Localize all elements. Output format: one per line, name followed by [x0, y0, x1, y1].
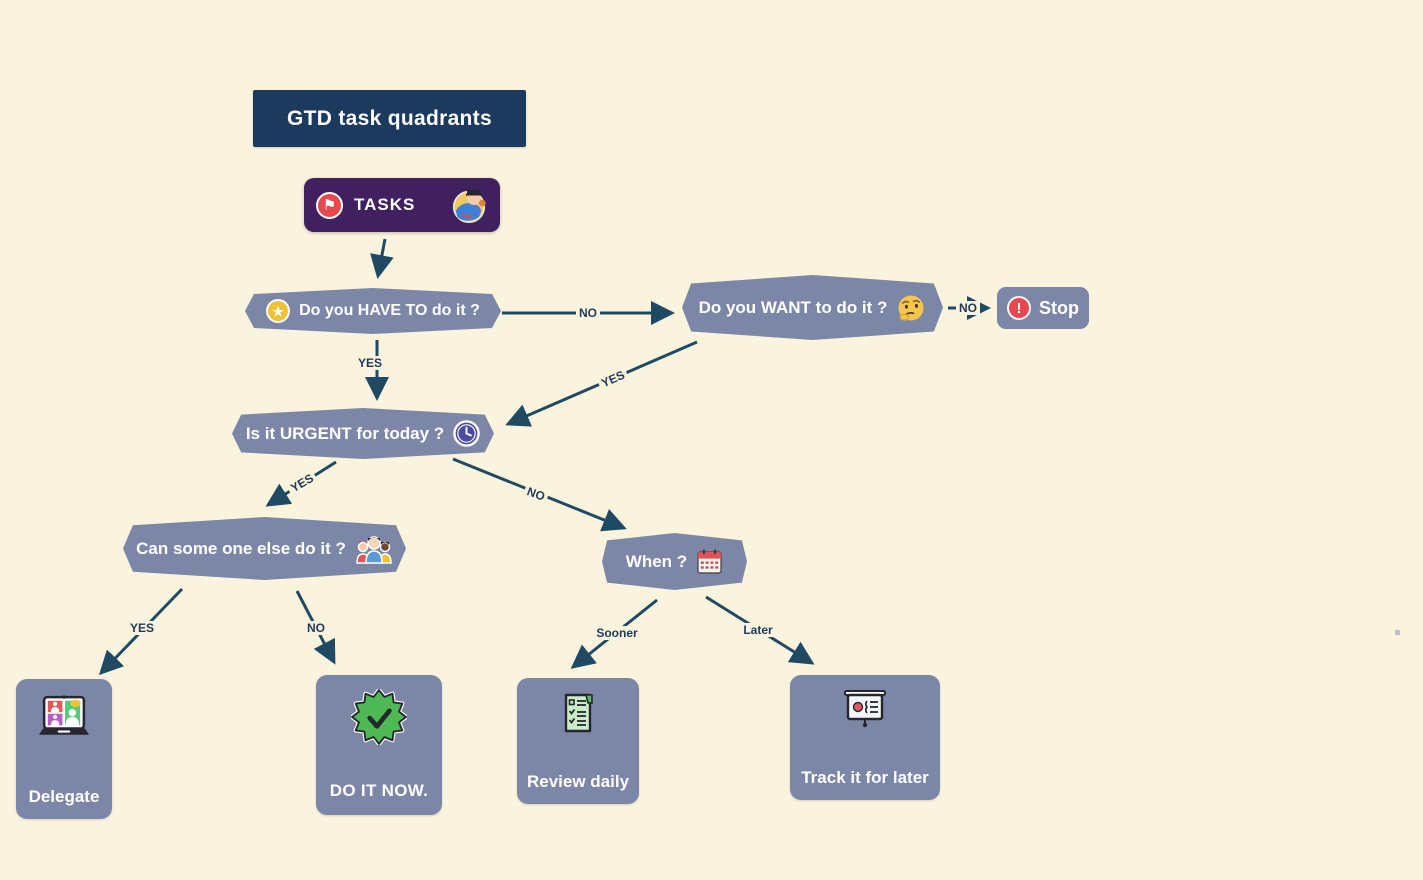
edge-label-when-sooner: Sooner [593, 626, 641, 640]
node-stop[interactable]: ! Stop [997, 287, 1089, 329]
node-urgent[interactable]: Is it URGENT for today ? [232, 408, 494, 459]
presentation-icon [844, 690, 886, 728]
edge-label-when-later: Later [740, 623, 776, 637]
node-review-daily-label: Review daily [526, 772, 630, 791]
diagram-title-label: GTD task quadrants [287, 106, 492, 130]
node-tasks[interactable]: ⚑ TASKS [304, 178, 500, 232]
thinking-face-icon [898, 295, 924, 321]
checklist-icon [564, 693, 593, 733]
edge-label-have-to-no: NO [576, 306, 600, 320]
node-when[interactable]: When ? [602, 533, 747, 590]
edge-label-urgent-yes: YES [285, 469, 319, 497]
node-delegate-label: Delegate [28, 787, 100, 806]
clock-icon [453, 420, 480, 447]
node-delegate[interactable]: Delegate [16, 679, 112, 819]
edge-label-can-yes: YES [126, 621, 158, 635]
diagram-title[interactable]: GTD task quadrants [253, 90, 526, 147]
edge-label-can-no: NO [304, 621, 328, 635]
node-urgent-label: Is it URGENT for today ? [245, 423, 445, 443]
flag-icon: ⚑ [316, 191, 343, 219]
node-have-to[interactable]: ★ Do you HAVE TO do it ? [245, 288, 501, 334]
node-tasks-label: TASKS [354, 195, 416, 214]
node-do-it-now-label: DO IT NOW. [329, 781, 429, 800]
people-icon [356, 535, 392, 564]
node-want[interactable]: Do you WANT to do it ? [682, 275, 943, 340]
edge-label-want-no: NO [956, 301, 980, 315]
node-want-label: Do you WANT to do it ? [698, 297, 888, 317]
node-when-label: When ? [625, 551, 688, 571]
node-can-someone[interactable]: Can some one else do it ? [123, 517, 406, 580]
edge-label-urgent-no: NO [522, 483, 550, 505]
tiny-sticker-artifact [1395, 630, 1400, 635]
node-review-daily[interactable]: Review daily [517, 678, 639, 804]
person-sticker [452, 189, 486, 224]
video-call-icon [38, 695, 90, 735]
node-stop-label: Stop [1039, 297, 1079, 318]
edge-label-want-yes: YES [596, 366, 630, 392]
exclamation-icon: ! [1007, 296, 1031, 320]
node-can-someone-label: Can some one else do it ? [136, 538, 346, 558]
node-track-later[interactable]: Track it for later [790, 675, 940, 800]
node-do-it-now[interactable]: DO IT NOW. [316, 675, 442, 815]
star-icon: ★ [266, 299, 291, 323]
edge-label-have-to-yes: YES [354, 356, 386, 370]
calendar-icon [697, 549, 723, 574]
check-badge-icon [351, 689, 407, 745]
node-have-to-label: Do you HAVE TO do it ? [299, 302, 480, 319]
node-track-later-label: Track it for later [801, 768, 929, 787]
